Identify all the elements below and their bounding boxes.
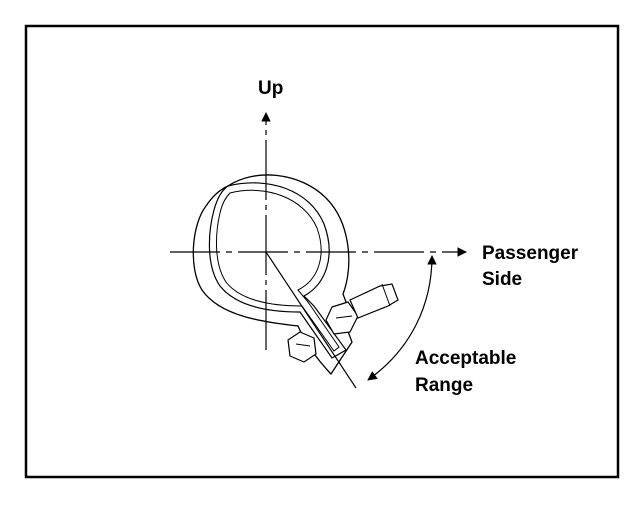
clamp-bolt bbox=[325, 283, 399, 335]
acceptable-range-label-line2: Range bbox=[415, 375, 473, 396]
up-label: Up bbox=[258, 78, 283, 99]
clamp-outer-body bbox=[192, 174, 353, 376]
passenger-side-label-line1: Passenger bbox=[482, 243, 579, 264]
passenger-side-label-line2: Side bbox=[482, 269, 522, 290]
clamp-nut bbox=[287, 331, 317, 363]
angle-reference-line bbox=[265, 251, 357, 389]
clamp-strap-outer bbox=[208, 182, 347, 359]
acceptable-range-arc bbox=[367, 255, 437, 381]
acceptable-range-label-line1: Acceptable bbox=[415, 348, 516, 369]
clamp-strap-inner bbox=[215, 189, 340, 352]
diagram-frame bbox=[24, 24, 620, 479]
